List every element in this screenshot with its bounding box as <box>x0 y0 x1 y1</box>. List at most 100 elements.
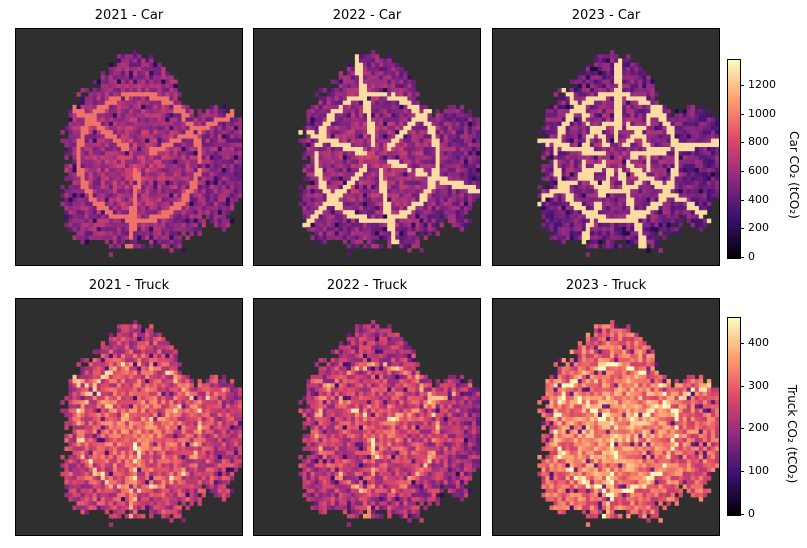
grid-cell <box>403 138 408 144</box>
grid-cell <box>217 117 223 123</box>
grid-cell <box>593 227 599 232</box>
grid-cell <box>358 130 364 135</box>
grid-cell <box>650 239 655 245</box>
grid-cell <box>367 121 372 127</box>
grid-cell <box>698 134 704 139</box>
grid-cell <box>310 104 315 110</box>
grid-cell <box>662 134 667 139</box>
grid-cell <box>362 147 368 152</box>
grid-cell <box>618 58 623 64</box>
grid-cell <box>100 197 106 203</box>
grid-cell <box>646 206 651 211</box>
grid-cell <box>165 358 170 363</box>
grid-cell <box>108 193 114 198</box>
grid-cell <box>314 104 319 110</box>
grid-cell <box>112 210 118 215</box>
grid-cell <box>330 210 336 215</box>
grid-cell <box>92 358 98 363</box>
grid-cell <box>237 130 242 135</box>
grid-cell <box>698 206 704 211</box>
grid-cell <box>666 147 671 152</box>
grid-cell <box>149 231 154 236</box>
grid-cell <box>407 155 412 160</box>
grid-cell <box>330 235 336 241</box>
grid-cell <box>702 138 708 144</box>
grid-cell <box>124 227 130 232</box>
grid-cell <box>213 172 219 177</box>
grid-cell <box>108 134 114 139</box>
grid-cell <box>399 130 404 135</box>
grid-cell <box>169 109 174 114</box>
grid-cell <box>415 159 420 165</box>
grid-cell <box>76 134 81 139</box>
grid-cell <box>391 184 396 190</box>
grid-cell <box>455 176 461 182</box>
grid-cell <box>237 189 242 194</box>
grid-cell <box>88 210 93 215</box>
grid-cell <box>173 218 178 224</box>
grid-cell <box>646 109 651 114</box>
grid-cell <box>209 168 215 173</box>
grid-cell <box>181 180 186 186</box>
grid-cell <box>209 197 215 203</box>
grid-cell <box>104 239 110 245</box>
grid-cell <box>173 214 178 219</box>
grid-cell <box>133 176 138 182</box>
grid-cell <box>354 163 360 169</box>
grid-cell <box>686 214 692 219</box>
grid-cell <box>407 201 412 207</box>
grid-cell <box>169 239 174 245</box>
grid-cell <box>133 353 138 359</box>
grid-cell <box>407 168 412 173</box>
grid-cell <box>205 138 211 144</box>
grid-cell <box>322 239 327 245</box>
grid-cell <box>233 125 239 131</box>
grid-cell <box>686 159 692 165</box>
grid-cell <box>549 113 554 118</box>
grid-cell <box>362 172 368 177</box>
grid-cell <box>569 222 575 228</box>
grid-cell <box>181 130 186 135</box>
grid-cell <box>399 71 404 76</box>
grid-cell <box>622 210 627 215</box>
grid-cell <box>129 100 134 106</box>
grid-cell <box>387 193 392 198</box>
grid-cell <box>439 184 444 190</box>
grid-cell <box>383 218 388 224</box>
grid-cell <box>443 155 449 160</box>
grid-cell <box>237 159 242 165</box>
grid-cell <box>169 121 174 127</box>
grid-cell <box>149 147 154 152</box>
grid-cell <box>573 155 579 160</box>
grid-cell <box>346 92 352 97</box>
grid-cell <box>346 189 352 194</box>
grid-cell <box>569 155 575 160</box>
grid-cell <box>658 121 663 127</box>
grid-cell <box>318 210 323 215</box>
grid-cell <box>379 155 384 160</box>
grid-cell <box>658 172 663 177</box>
grid-cell <box>419 130 424 135</box>
grid-cell <box>642 113 647 118</box>
grid-cell <box>638 66 643 72</box>
grid-cell <box>553 159 558 165</box>
grid-cell <box>338 96 344 101</box>
grid-cell <box>141 96 146 101</box>
grid-cell <box>64 189 69 194</box>
grid-cell <box>145 96 150 101</box>
grid-cell <box>338 168 344 173</box>
grid-cell <box>565 168 570 173</box>
grid-cell <box>690 180 696 186</box>
grid-cell <box>350 197 356 203</box>
grid-cell <box>569 235 575 241</box>
grid-cell <box>379 130 384 135</box>
grid-cell <box>221 147 227 152</box>
grid-cell <box>650 100 655 106</box>
grid-cell <box>137 92 142 97</box>
grid-cell <box>581 222 587 228</box>
grid-cell <box>379 83 384 89</box>
grid-cell <box>145 358 150 363</box>
grid-cell <box>435 147 440 152</box>
grid-cell <box>642 151 647 156</box>
grid-cell <box>407 83 412 89</box>
